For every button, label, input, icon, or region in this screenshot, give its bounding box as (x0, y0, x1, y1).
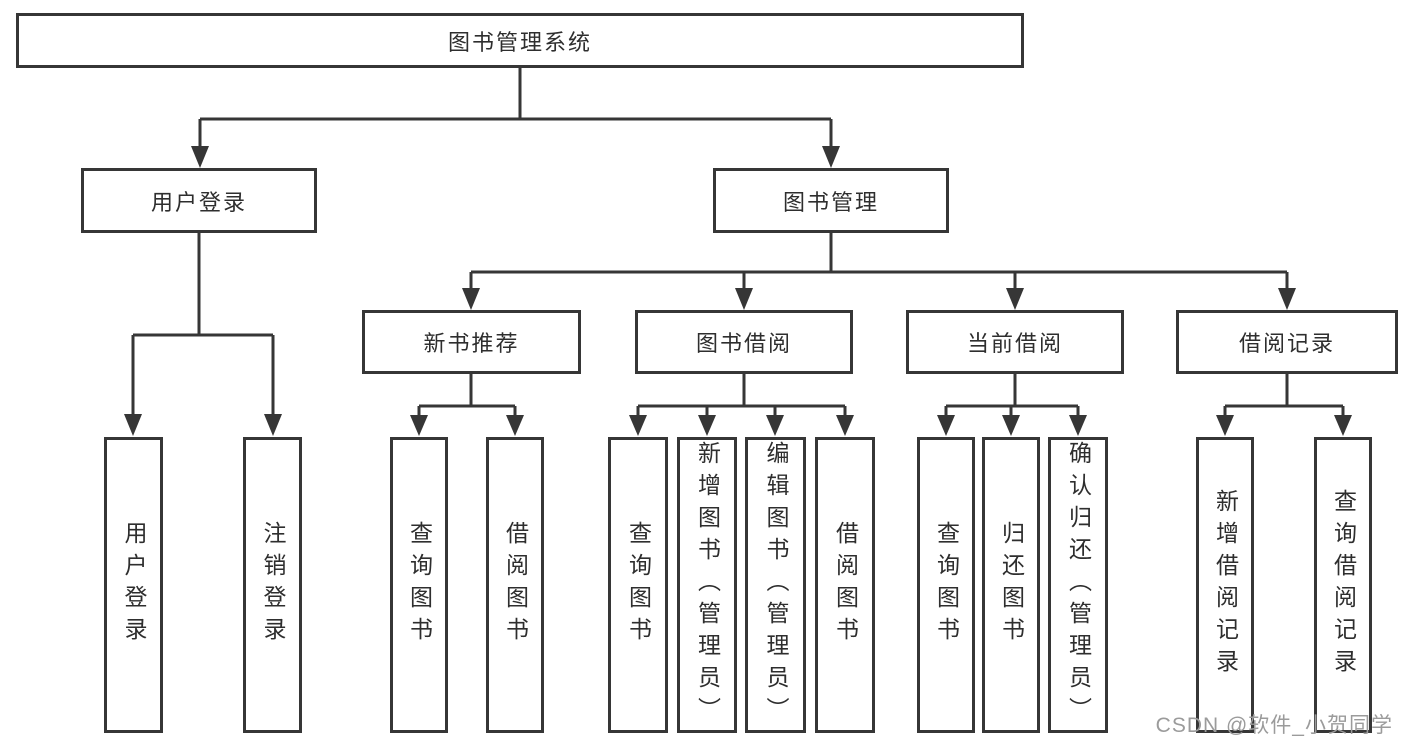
node-new-book-recommend: 新书推荐 (362, 310, 581, 374)
node-current-borrow: 当前借阅 (906, 310, 1124, 374)
leaf-borrow-books-1: 借阅图书 (486, 437, 544, 733)
leaf-query-books-1-label: 查询图书 (406, 521, 433, 649)
leaf-query-books-2-label: 查询图书 (625, 521, 652, 649)
leaf-borrow-books-2: 借阅图书 (815, 437, 875, 733)
node-borrow-records: 借阅记录 (1176, 310, 1398, 374)
leaf-add-books-admin: 新增图书（管理员） (677, 437, 737, 733)
leaf-edit-books-admin-label: 编辑图书（管理员） (763, 441, 789, 729)
leaf-edit-books-admin: 编辑图书（管理员） (745, 437, 806, 733)
leaf-return-books-label: 归还图书 (998, 521, 1025, 649)
node-book-management: 图书管理 (713, 168, 949, 233)
leaf-logout-label: 注销登录 (260, 521, 286, 649)
leaf-add-borrow-record-label: 新增借阅记录 (1212, 489, 1239, 681)
leaf-logout: 注销登录 (243, 437, 302, 733)
leaf-query-books-3-label: 查询图书 (933, 521, 960, 649)
leaf-user-login: 用户登录 (104, 437, 163, 733)
node-user-login: 用户登录 (81, 168, 317, 233)
node-book-borrow: 图书借阅 (635, 310, 853, 374)
leaf-return-books: 归还图书 (982, 437, 1040, 733)
node-borrow-records-label: 借阅记录 (1238, 331, 1335, 356)
node-current-borrow-label: 当前借阅 (966, 331, 1063, 356)
leaf-confirm-return-admin-label: 确认归还（管理员） (1065, 441, 1092, 729)
node-new-book-recommend-label: 新书推荐 (423, 331, 520, 356)
leaf-add-borrow-record: 新增借阅记录 (1196, 437, 1254, 733)
leaf-add-books-admin-label: 新增图书（管理员） (694, 441, 721, 729)
leaf-query-borrow-record: 查询借阅记录 (1314, 437, 1372, 733)
node-book-management-label: 图书管理 (782, 189, 879, 215)
leaf-user-login-label: 用户登录 (121, 521, 147, 649)
leaf-borrow-books-1-label: 借阅图书 (502, 521, 529, 649)
leaf-query-books-1: 查询图书 (390, 437, 448, 733)
node-book-borrow-label: 图书借阅 (695, 331, 792, 356)
node-root-system-label: 图书管理系统 (447, 29, 592, 55)
leaf-query-borrow-record-label: 查询借阅记录 (1330, 489, 1357, 681)
leaf-borrow-books-2-label: 借阅图书 (832, 521, 859, 649)
leaf-query-books-2: 查询图书 (608, 437, 668, 733)
leaf-query-books-3: 查询图书 (917, 437, 975, 733)
csdn-watermark: CSDN @软件_小贺同学 (1155, 714, 1393, 737)
leaf-confirm-return-admin: 确认归还（管理员） (1048, 437, 1108, 733)
node-root-system: 图书管理系统 (16, 13, 1024, 68)
node-user-login-label: 用户登录 (150, 189, 247, 215)
